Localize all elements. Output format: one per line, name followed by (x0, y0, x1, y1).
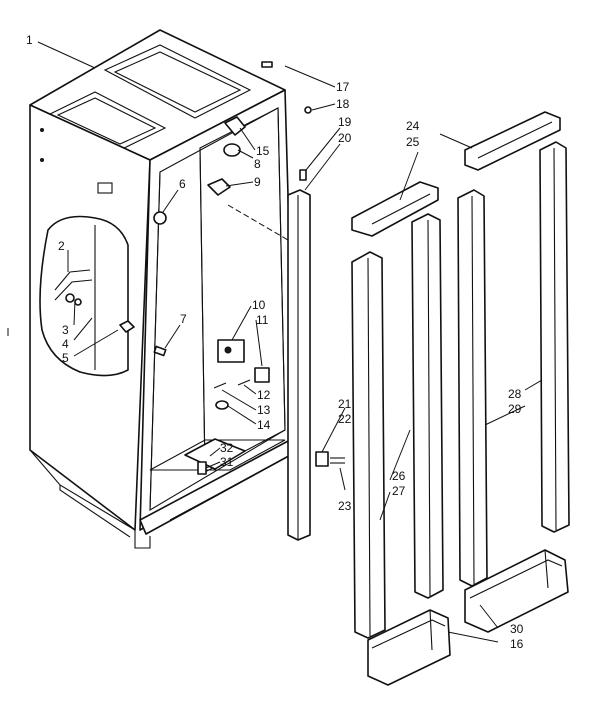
part-12-screw (237, 379, 251, 386)
part-7-screw (153, 345, 167, 357)
callout-12: 12 (257, 388, 271, 402)
callout-5: 5 (62, 351, 69, 365)
part-18-screw (304, 106, 312, 114)
callout-3: 3 (62, 323, 69, 337)
part-9-guide (207, 178, 231, 196)
leader-lines (7, 41, 543, 643)
part-14-washer (215, 400, 229, 410)
callout-19: 19 (338, 115, 352, 129)
part-6-plug (153, 211, 167, 225)
part-11-stop (254, 367, 270, 383)
part-31-pin (197, 461, 207, 475)
callout-32: 32 (220, 441, 234, 455)
callout-6: 6 (179, 177, 186, 191)
callout-9: 9 (254, 175, 261, 189)
callout-22: 22 (338, 412, 352, 426)
callout-18: 18 (336, 97, 350, 111)
callout-4: 4 (62, 337, 69, 351)
callout-29: 29 (508, 402, 522, 416)
fresh-food-breaker-right (539, 141, 570, 533)
part-8-bushing (223, 143, 241, 157)
part-19-pin (299, 169, 307, 181)
callout-25: 25 (406, 135, 420, 149)
freezer-breaker-top (351, 181, 439, 237)
callout-2: 2 (58, 239, 65, 253)
callout-14: 14 (257, 418, 271, 432)
freezer-breaker-right (411, 213, 444, 599)
callout-30: 30 (510, 622, 524, 636)
callout-15: 15 (256, 144, 270, 158)
callout-13: 13 (257, 403, 271, 417)
part-5-clip (119, 320, 135, 333)
callout-17: 17 (336, 80, 350, 94)
part-13-screw (213, 382, 227, 389)
fresh-food-breaker-left (457, 189, 488, 587)
callout-labels: 1 2 3 4 5 6 7 8 9 10 11 12 13 14 15 16 1… (26, 33, 524, 651)
callout-7: 7 (180, 312, 187, 326)
callout-26: 26 (392, 469, 406, 483)
callout-20: 20 (338, 131, 352, 145)
part-21-clip (315, 451, 345, 467)
fresh-food-breaker-bottom (464, 549, 569, 633)
callout-10: 10 (252, 298, 266, 312)
callout-1: 1 (26, 33, 33, 47)
part-17-cap (261, 61, 273, 68)
callout-21: 21 (338, 397, 352, 411)
part-15-hinge (224, 116, 246, 136)
callout-31: 31 (220, 455, 234, 469)
callout-16: 16 (510, 637, 524, 651)
callout-28: 28 (508, 387, 522, 401)
divider-strip (227, 189, 311, 541)
cutaway-view (39, 215, 129, 377)
callout-8: 8 (254, 157, 261, 171)
callout-24: 24 (406, 119, 420, 133)
freezer-breaker-left (351, 251, 386, 639)
callout-11: 11 (256, 313, 269, 327)
freezer-breaker-bottom (367, 609, 451, 686)
fresh-food-breaker-top (464, 111, 561, 171)
callout-23: 23 (338, 499, 352, 513)
callout-27: 27 (392, 484, 406, 498)
